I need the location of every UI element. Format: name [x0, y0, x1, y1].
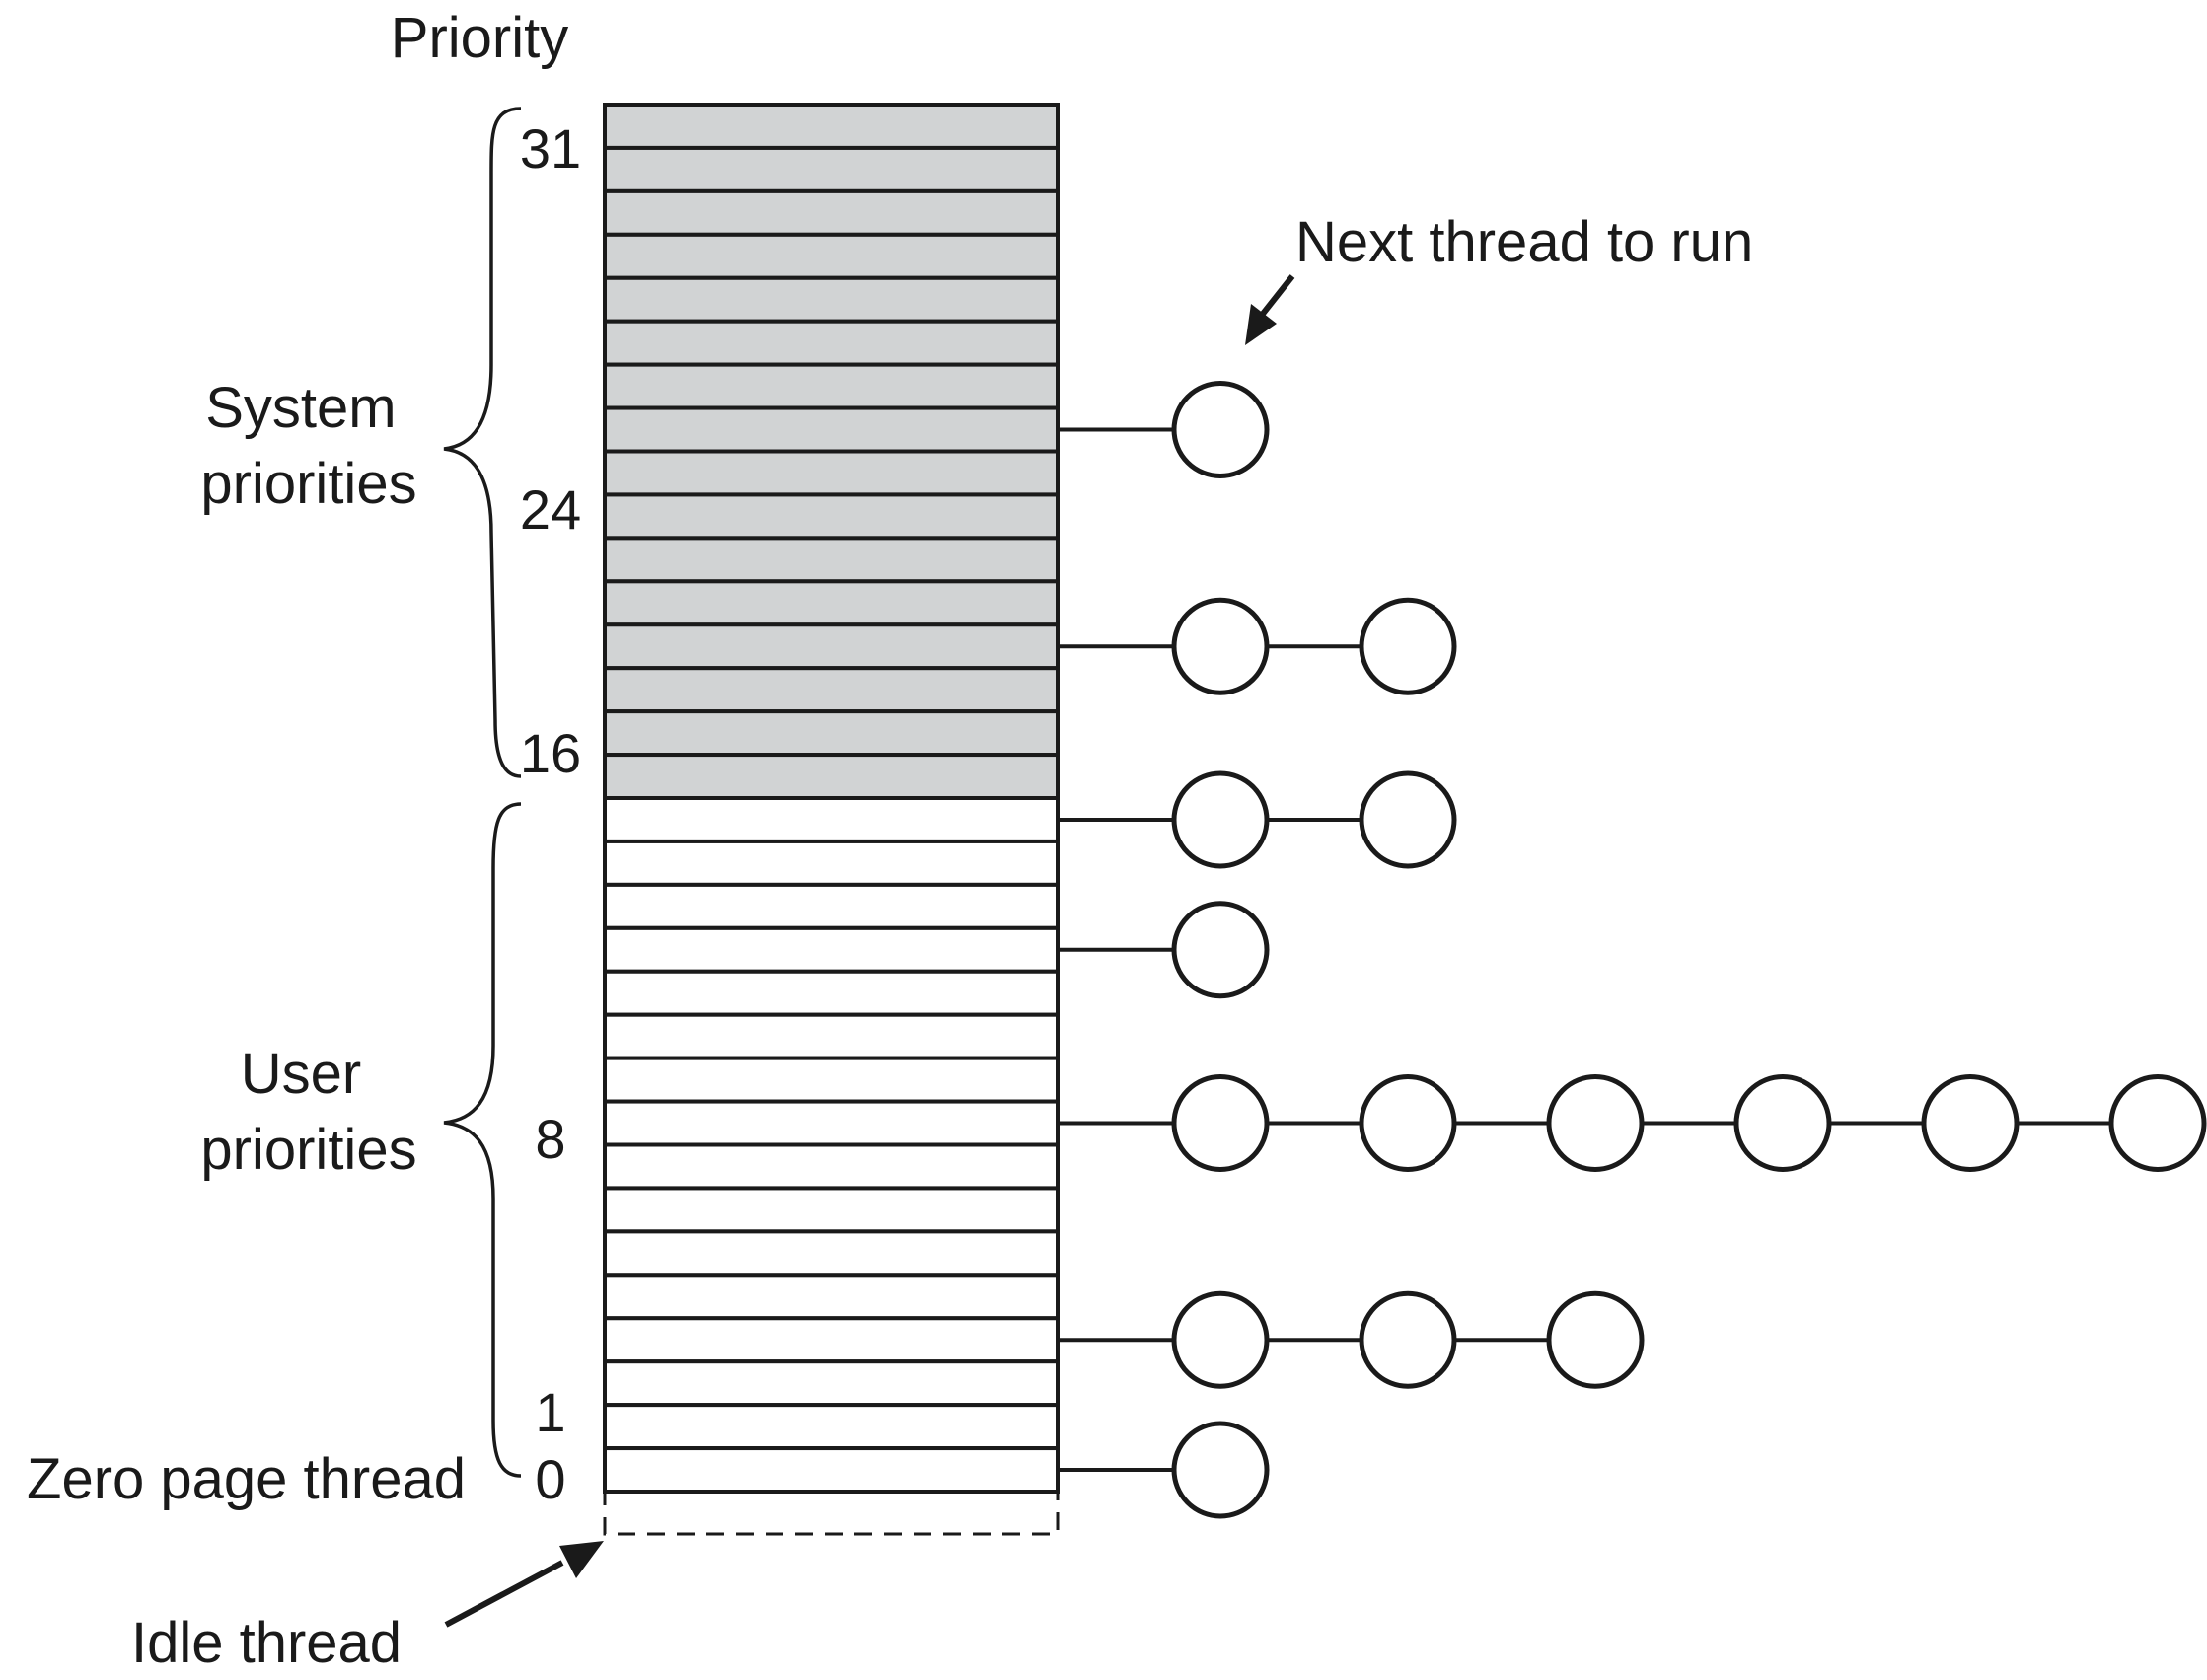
thread-node: [1921, 1074, 2020, 1173]
thread-node: [1171, 381, 1270, 479]
thread-node: [1171, 1074, 1270, 1173]
system-priorities-brace: [443, 107, 522, 778]
priority-row-21: [603, 536, 1060, 584]
priority-row-13: [603, 882, 1060, 930]
thread-node: [1171, 1290, 1270, 1389]
priority-row-31: [603, 103, 1060, 150]
thread-node: [1359, 1074, 1457, 1173]
priority-row-17: [603, 709, 1060, 758]
priority-row-9: [603, 1056, 1060, 1104]
priority-row-14: [603, 839, 1060, 887]
thread-node: [1359, 770, 1457, 869]
priority-label-16: 16: [520, 722, 581, 784]
system-priorities-label: System priorities: [200, 376, 416, 516]
next-thread-arrow: [1260, 274, 1295, 316]
thread-node: [1171, 597, 1270, 695]
thread-node: [1171, 901, 1270, 999]
priority-row-28: [603, 232, 1060, 280]
priority-label-24: 24: [520, 478, 581, 541]
next-thread-label: Next thread to run: [1295, 210, 1753, 274]
priority-row-11: [603, 969, 1060, 1017]
user-priorities-brace: [443, 802, 522, 1478]
priority-row-6: [603, 1186, 1060, 1234]
priority-row-18: [603, 666, 1060, 714]
priority-row-1: [603, 1403, 1060, 1451]
user-priorities-label: User priorities: [200, 1042, 416, 1182]
priority-row-22: [603, 492, 1060, 541]
ready-queues: [1058, 381, 2207, 1519]
priority-row-25: [603, 362, 1060, 410]
zero-page-thread-label: Zero page thread: [27, 1447, 466, 1511]
priority-label-1: 1: [535, 1381, 565, 1443]
priority-label-0: 0: [535, 1448, 565, 1510]
priority-row-5: [603, 1229, 1060, 1278]
thread-node: [1359, 1290, 1457, 1389]
priority-row-26: [603, 319, 1060, 367]
priority-row-16: [603, 753, 1060, 800]
priority-row-7: [603, 1142, 1060, 1191]
priority-row-3: [603, 1316, 1060, 1364]
thread-node: [1546, 1290, 1645, 1389]
idle-thread-label: Idle thread: [131, 1611, 402, 1675]
priority-row-29: [603, 188, 1060, 237]
priority-row-20: [603, 579, 1060, 627]
priority-row-24: [603, 405, 1060, 454]
priority-row-10: [603, 1012, 1060, 1060]
priority-row-2: [603, 1359, 1060, 1408]
idle-thread-arrowhead: [559, 1541, 604, 1578]
idle-thread-arrow: [444, 1560, 564, 1628]
next-thread-arrowhead: [1245, 304, 1277, 345]
priority-row-19: [603, 622, 1060, 671]
thread-node: [1359, 597, 1457, 695]
priority-row-8: [603, 1099, 1060, 1147]
priority-row-4: [603, 1273, 1060, 1321]
priority-row-15: [603, 796, 1060, 843]
thread-node: [1171, 770, 1270, 869]
thread-node: [1733, 1074, 1832, 1173]
priority-label-31: 31: [520, 117, 581, 180]
priority-row-30: [603, 145, 1060, 193]
priority-row-27: [603, 275, 1060, 324]
priority-row-0: [603, 1446, 1060, 1494]
priority-row-12: [603, 925, 1060, 974]
priority-heading: Priority: [391, 6, 568, 70]
idle-thread-slot: [603, 1490, 1060, 1536]
priority-label-8: 8: [535, 1108, 565, 1170]
thread-node: [1171, 1421, 1270, 1519]
priority-table: [603, 103, 1060, 1494]
priority-row-23: [603, 449, 1060, 497]
thread-node: [2108, 1074, 2207, 1173]
thread-node: [1546, 1074, 1645, 1173]
